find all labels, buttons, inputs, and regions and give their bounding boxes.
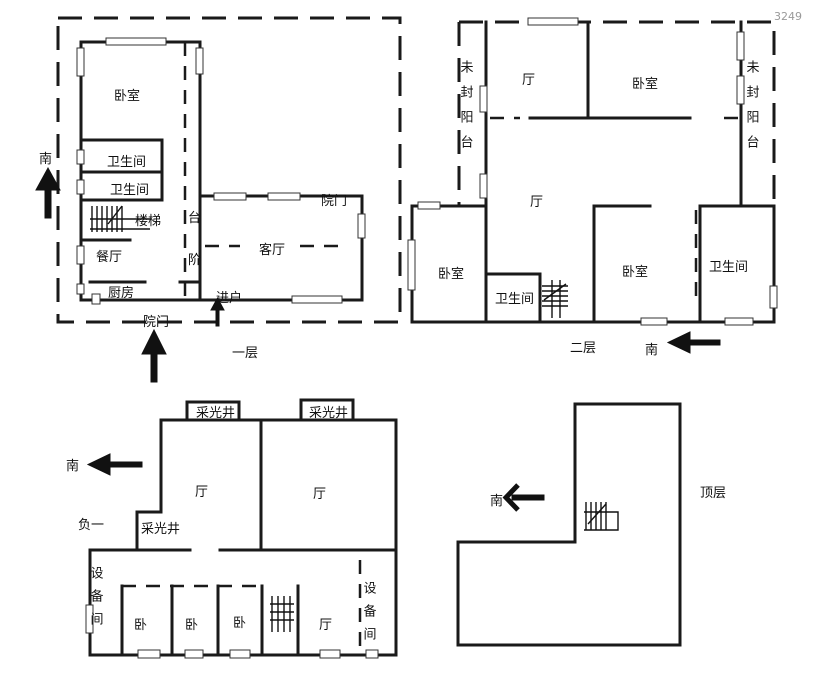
basement-level-label: 负一 <box>78 518 104 533</box>
floor-1-dining-label: 餐厅 <box>96 249 122 265</box>
floor-2-window <box>417 201 441 210</box>
basement-window <box>319 649 341 659</box>
basement-plan: 采光井 采光井 采光井 厅 厅 设备间 卧 卧 卧 厅 设备间 负一 南 <box>66 398 398 659</box>
floor-2-window <box>769 285 778 309</box>
floor-1-stairs-label: 楼梯 <box>135 214 161 229</box>
basement-light-well-1-label: 采光井 <box>196 406 235 421</box>
basement-light-well-2-label: 采光井 <box>309 406 348 421</box>
floor-1-window <box>267 192 301 201</box>
basement-window <box>184 649 204 659</box>
floor-2-hall-mid-label: 厅 <box>530 195 543 210</box>
floor-2-south-arrow-icon <box>666 331 721 354</box>
roof-plan: 顶层 南 <box>456 402 726 647</box>
floor-2-window <box>479 173 488 199</box>
basement-stairs-symbol <box>270 596 294 632</box>
floor-2-plan: 未封阳台 厅 卧室 未封阳台 厅 卧室 卫生间 卧室 卫生间 二层 南 <box>407 17 778 358</box>
basement-bed1-label: 卧 <box>134 618 147 633</box>
floor-2-balcony-left-label: 未封阳台 <box>458 60 474 160</box>
floor-1-window <box>105 37 167 46</box>
floor-2-bedroom-left-label: 卧室 <box>438 266 464 282</box>
floor-1-bath-walls <box>79 138 164 202</box>
floor-1-window <box>76 47 85 77</box>
floor-2-south-label: 南 <box>645 342 658 358</box>
basement-equip-right-label: 设备间 <box>361 581 377 650</box>
floor-1-window <box>76 149 85 165</box>
roof-stairs-symbol <box>584 502 619 531</box>
floor-1-window <box>76 179 85 195</box>
basement-hall-b-label: 厅 <box>313 487 326 502</box>
floor-1-entry-arrow-icon <box>210 296 225 327</box>
floor-1-window <box>76 245 85 265</box>
basement-room-walls <box>120 584 300 657</box>
floor-1-yard-gate-bottom-label: 院门 <box>143 315 169 330</box>
floor-2-window <box>407 239 416 291</box>
basement-light-well-3-label: 采光井 <box>141 522 180 537</box>
floor-2-bedroom-top-label: 卧室 <box>632 76 658 92</box>
floor-2-bath-small-label: 卫生间 <box>495 292 534 307</box>
floor-1-window <box>213 192 247 201</box>
floor-2-hall-top-label: 厅 <box>522 73 535 88</box>
floor-1-window <box>76 283 85 295</box>
basement-equip-left-label: 设备间 <box>88 566 104 635</box>
floor-2-bath-right-walls <box>698 204 776 324</box>
floor-1-terrace-label-a: 台 <box>188 211 201 226</box>
floor-1-bedroom-label: 卧室 <box>114 88 140 104</box>
floor-2-window <box>736 75 745 105</box>
basement-south-arrow-icon <box>86 453 143 476</box>
basement-light-well-1 <box>185 400 241 422</box>
floor-2-balcony-right-label: 未封阳台 <box>744 60 760 160</box>
floor-1-plan: 卧室 卫生间 卫生间 楼梯 餐厅 厨房 台 阶 客厅 院门 进户 院门 一层 南 <box>35 16 402 383</box>
floor-1-yard-boundary <box>56 16 402 324</box>
floor-1-bath1-label: 卫生间 <box>107 155 146 170</box>
floor-2-stairs-symbol <box>542 280 568 318</box>
floor-1-kitchen-label: 厨房 <box>108 285 134 301</box>
floor-2-window <box>736 31 745 61</box>
floor-2-window <box>479 85 488 113</box>
basement-bed3-label: 卧 <box>233 616 246 631</box>
basement-window <box>229 649 251 659</box>
floor-2-bedroom-mid-label: 卧室 <box>622 264 648 280</box>
floor-2-window <box>640 317 668 326</box>
floor-1-window <box>195 47 204 75</box>
basement-bed2-label: 卧 <box>185 618 198 633</box>
floor-2-mid-walls <box>457 204 652 324</box>
floor-2-top-walls <box>528 20 692 120</box>
floor-1-level-label: 一层 <box>232 346 258 361</box>
roof-south-arrow-icon <box>502 483 545 512</box>
floor-1-stairs-symbol <box>90 205 150 232</box>
floor-2-outer-dash <box>459 20 776 206</box>
floor-2-window <box>724 317 754 326</box>
floor-2-bath-walls <box>484 272 542 324</box>
roof-south-label: 南 <box>490 493 503 509</box>
floor-1-window <box>357 213 366 239</box>
basement-window <box>85 604 94 634</box>
floor-1-living-label: 客厅 <box>259 242 285 258</box>
roof-level-label: 顶层 <box>700 486 726 501</box>
basement-light-well-walls <box>135 418 163 552</box>
watermark-number: 3249 <box>774 10 802 23</box>
basement-window <box>365 649 379 659</box>
floor-1-window <box>91 293 101 305</box>
floor-1-south-arrow-icon <box>35 166 61 219</box>
basement-hall-a-label: 厅 <box>195 485 208 500</box>
floor-1-gate-arrow-icon <box>141 328 167 383</box>
floor-1-bath2-label: 卫生间 <box>110 183 149 198</box>
floor-1-terrace-label-b: 阶 <box>188 253 201 268</box>
basement-window <box>137 649 161 659</box>
roof-outline <box>456 402 682 647</box>
floor-1-yard-gate-top-label: 院门 <box>321 194 347 209</box>
basement-south-label: 南 <box>66 458 79 474</box>
basement-hall-c-label: 厅 <box>319 618 332 633</box>
floor-2-window <box>527 17 579 26</box>
floor-1-window <box>291 295 343 304</box>
floor-1-entry-label: 进户 <box>216 290 242 306</box>
floor-2-level-label: 二层 <box>570 341 596 356</box>
basement-light-well-2 <box>299 398 355 422</box>
floor-2-bath-right-label: 卫生间 <box>709 260 748 275</box>
floor-1-south-label: 南 <box>39 151 52 167</box>
